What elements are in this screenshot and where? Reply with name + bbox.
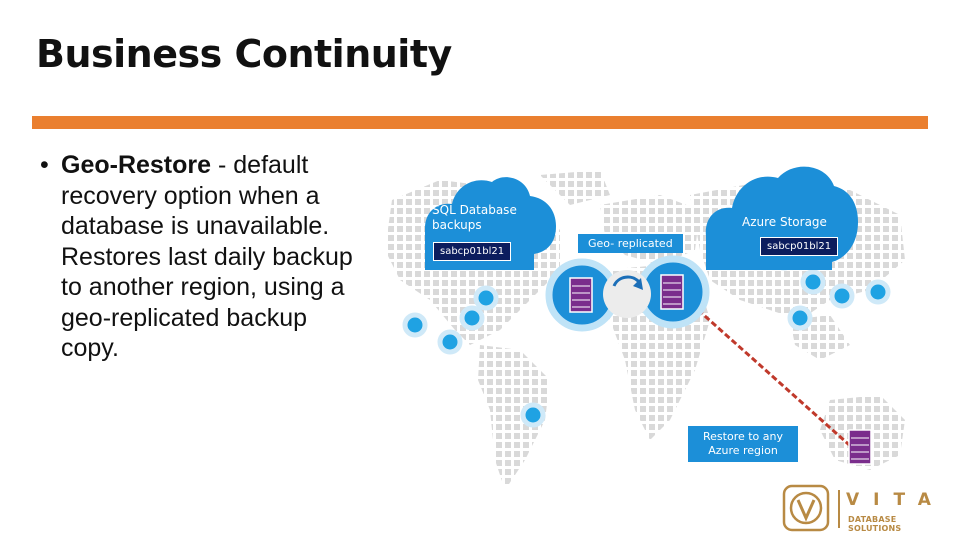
azure-storage-chip: sabcp01bl21: [760, 237, 839, 256]
vita-logo: VITA DATABASE SOLUTIONS: [780, 482, 950, 534]
bullet-description: - default recovery option when a databas…: [61, 151, 353, 362]
replica-server-icon: [660, 274, 684, 310]
sql-storage-chip: sabcp01bl21: [433, 242, 512, 261]
vita-logo-emblem-icon: [782, 484, 830, 532]
bullet-point: • Geo-Restore - default recovery option …: [40, 150, 360, 364]
restored-server-icon: [848, 429, 872, 465]
bullet-text: Geo-Restore - default recovery option wh…: [61, 150, 360, 364]
logo-subtitle: DATABASE SOLUTIONS: [848, 515, 902, 533]
bullet-marker: •: [40, 151, 49, 179]
replication-arrow-icon: [612, 275, 641, 287]
restore-path-line: [677, 290, 856, 452]
sql-cloud-label: SQL Database backups: [432, 203, 517, 232]
logo-brand: VITA: [846, 490, 945, 510]
bullet-bold-term: Geo-Restore: [61, 151, 212, 179]
geo-replicated-label: Geo- replicated: [578, 234, 683, 253]
restore-region-label: Restore to any Azure region: [688, 426, 798, 462]
azure-cloud-label: Azure Storage: [742, 215, 827, 229]
logo-divider: [838, 490, 840, 528]
primary-server-icon: [569, 277, 593, 313]
slide-title: Business Continuity: [36, 32, 452, 76]
title-divider-bar: [32, 116, 928, 129]
